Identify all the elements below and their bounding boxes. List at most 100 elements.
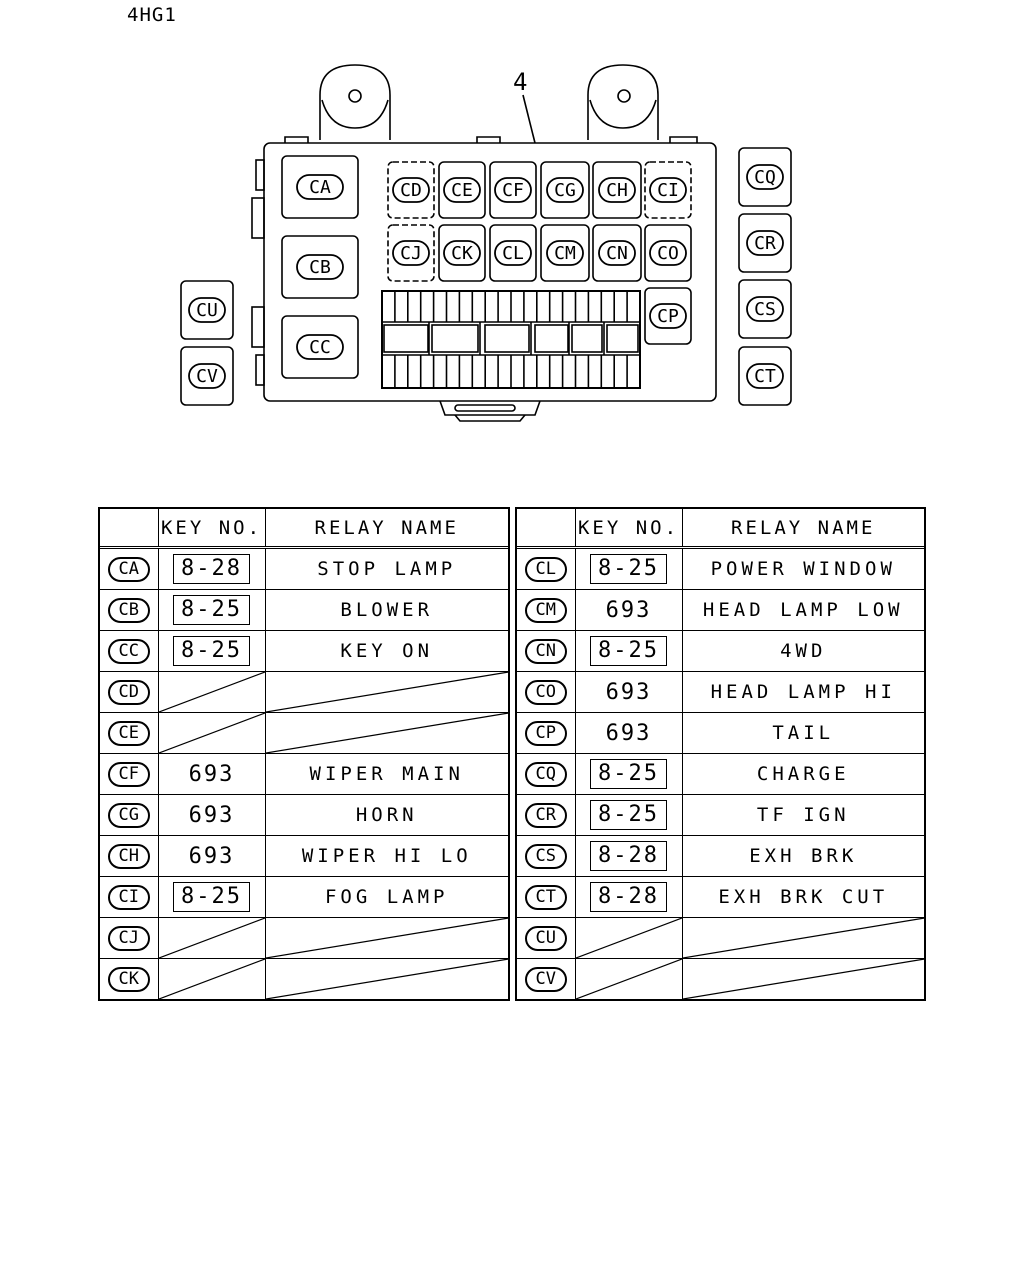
socket-label-cv: CV [188,363,226,389]
key-no-cell: 8-25 [157,630,266,672]
empty-slash [159,672,265,712]
relay-name: TF IGN [756,804,850,826]
svg-text:CL: CL [502,243,524,264]
row-id: CQ [517,753,576,795]
key-no-cell: 8-28 [574,835,683,877]
relay-name-cell: WIPER HI LO [264,835,508,877]
row-id: CM [517,589,576,631]
key-no-cell: 8-25 [574,630,683,672]
key-no: 693 [188,843,235,869]
svg-text:CO: CO [657,243,679,264]
row-id: CA [100,547,159,590]
relay-name-cell: STOP LAMP [264,547,508,590]
svg-text:CN: CN [606,243,628,264]
socket-label-cm: CM [546,240,584,266]
table-row: CE [100,712,509,754]
callout-leader [522,94,536,144]
key-no-cell [157,712,266,754]
row-id-label: CS [524,843,567,869]
socket-label-cq: CQ [746,164,784,190]
socket-label-ci: CI [649,177,687,203]
relay-name-cell: WIPER MAIN [264,753,508,795]
socket-label-cu: CU [188,297,226,323]
relay-name-cell: TAIL [681,712,924,754]
relay-name: HORN [355,804,418,826]
key-no-cell: 693 [157,835,266,877]
row-id-label: CH [107,843,150,869]
key-no: 693 [605,679,652,705]
table-row: CD [100,671,508,713]
relay-name-cell: HORN [264,794,508,836]
mount-hole-left [348,89,362,103]
socket-label-cc: CC [296,334,344,360]
empty-slash [159,959,265,999]
table-row: CJ [100,917,508,959]
empty-slash [683,918,925,958]
row-id-label: CC [107,638,150,664]
table-row: CU [517,917,925,959]
empty-slash [266,713,509,753]
row-id: CK [100,958,159,999]
key-no-cell [157,958,266,999]
header-relay-name: RELAY NAME [681,509,924,549]
relay-name-cell: HEAD LAMP HI [681,671,924,713]
socket-label-cg: CG [546,177,584,203]
empty-slash [159,713,265,753]
relay-name: POWER WINDOW [710,558,896,580]
key-no-cell [157,917,266,959]
key-no-cell: 693 [574,589,683,631]
socket-label-cp: CP [649,303,687,329]
key-no: 8-25 [173,882,250,912]
table-row: CH 693 WIPER HI LO [100,835,508,877]
socket-label-cf: CF [494,177,532,203]
svg-text:CA: CA [309,177,331,198]
row-id-label: CD [107,679,150,705]
row-id: CT [517,876,576,918]
empty-slash [683,959,925,999]
row-id-label: CI [107,884,150,910]
row-id-label: CF [107,761,150,787]
key-no: 693 [605,597,652,623]
key-no: 8-28 [590,882,667,912]
key-no-cell: 8-25 [574,794,683,836]
relay-name-cell: FOG LAMP [264,876,508,918]
relay-name-cell: CHARGE [681,753,924,795]
row-id: CG [100,794,159,836]
key-no-cell: 693 [157,753,266,795]
header-relay-name: RELAY NAME [264,509,508,549]
key-no: 8-28 [590,841,667,871]
row-id: CO [517,671,576,713]
svg-text:CE: CE [451,180,473,201]
socket-label-ce: CE [443,177,481,203]
key-no: 693 [188,802,235,828]
key-no-cell: 8-28 [157,547,266,590]
row-id-label: CU [524,925,567,951]
key-no-cell: 8-25 [157,876,266,918]
key-no-cell: 693 [574,671,683,713]
header-key-no: KEY NO. [574,509,683,549]
svg-text:CU: CU [196,300,218,321]
svg-text:CS: CS [754,299,776,320]
row-id: CR [517,794,576,836]
socket-label-ct: CT [746,363,784,389]
table-row: CI 8-25 FOG LAMP [100,876,508,918]
svg-text:CT: CT [754,366,776,387]
socket-label-ca: CA [296,174,344,200]
row-id: CU [517,917,576,959]
row-id-label: CO [524,679,567,705]
row-id: CB [100,589,159,631]
header-key-no: KEY NO. [157,509,266,549]
row-id: CL [517,547,576,590]
row-id-label: CG [107,802,150,828]
row-id-label: CE [107,720,150,746]
relay-name-cell [264,671,508,713]
row-id: CJ [100,917,159,959]
socket-label-ck: CK [443,240,481,266]
relay-table-right: KEY NO. RELAY NAME CL 8-25 POWER WINDOW CM 6… [515,507,926,1001]
